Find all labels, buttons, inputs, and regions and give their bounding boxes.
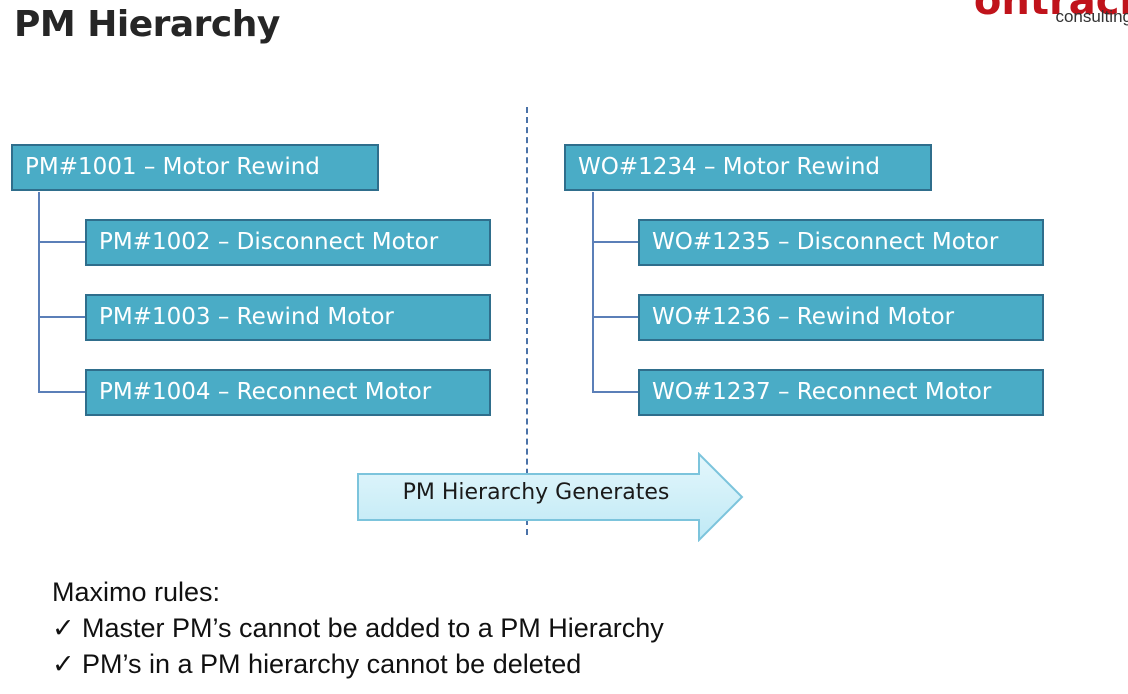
wo-root-node: WO#1234 – Motor Rewind <box>564 144 932 191</box>
dashed-divider <box>526 107 528 535</box>
wo-child-node: WO#1236 – Rewind Motor <box>638 294 1044 341</box>
right-tree-branch <box>592 241 640 243</box>
arrow-label: PM Hierarchy Generates <box>402 480 670 505</box>
right-tree-branch <box>592 316 640 318</box>
right-tree-trunk <box>592 192 594 392</box>
wo-child-node: WO#1237 – Reconnect Motor <box>638 369 1044 416</box>
rule-item: ✓PM’s in a PM hierarchy cannot be delete… <box>52 646 664 682</box>
logo-subtext: consulting <box>1055 7 1128 26</box>
left-tree-branch <box>38 316 86 318</box>
logo-wordmark: ontrack <box>973 0 1128 24</box>
page-title: PM Hierarchy <box>14 4 280 45</box>
maximo-rules: Maximo rules: ✓Master PM’s cannot be add… <box>52 574 664 682</box>
pm-root-node: PM#1001 – Motor Rewind <box>11 144 379 191</box>
company-logo: ontrack consulting <box>938 0 1128 28</box>
arrow-shape <box>357 451 744 543</box>
rule-text: Master PM’s cannot be added to a PM Hier… <box>82 613 664 643</box>
generates-arrow: PM Hierarchy Generates <box>356 451 746 543</box>
rule-item: ✓Master PM’s cannot be added to a PM Hie… <box>52 610 664 646</box>
pm-child-node: PM#1002 – Disconnect Motor <box>85 219 491 266</box>
checkmark-icon: ✓ <box>52 613 75 643</box>
left-tree-trunk <box>38 192 40 392</box>
left-tree-branch <box>38 241 86 243</box>
checkmark-icon: ✓ <box>52 649 75 679</box>
rules-heading: Maximo rules: <box>52 577 221 607</box>
rule-text: PM’s in a PM hierarchy cannot be deleted <box>82 649 582 679</box>
pm-child-node: PM#1003 – Rewind Motor <box>85 294 491 341</box>
wo-child-node: WO#1235 – Disconnect Motor <box>638 219 1044 266</box>
right-tree-branch <box>592 391 640 393</box>
pm-child-node: PM#1004 – Reconnect Motor <box>85 369 491 416</box>
left-tree-branch <box>38 391 86 393</box>
